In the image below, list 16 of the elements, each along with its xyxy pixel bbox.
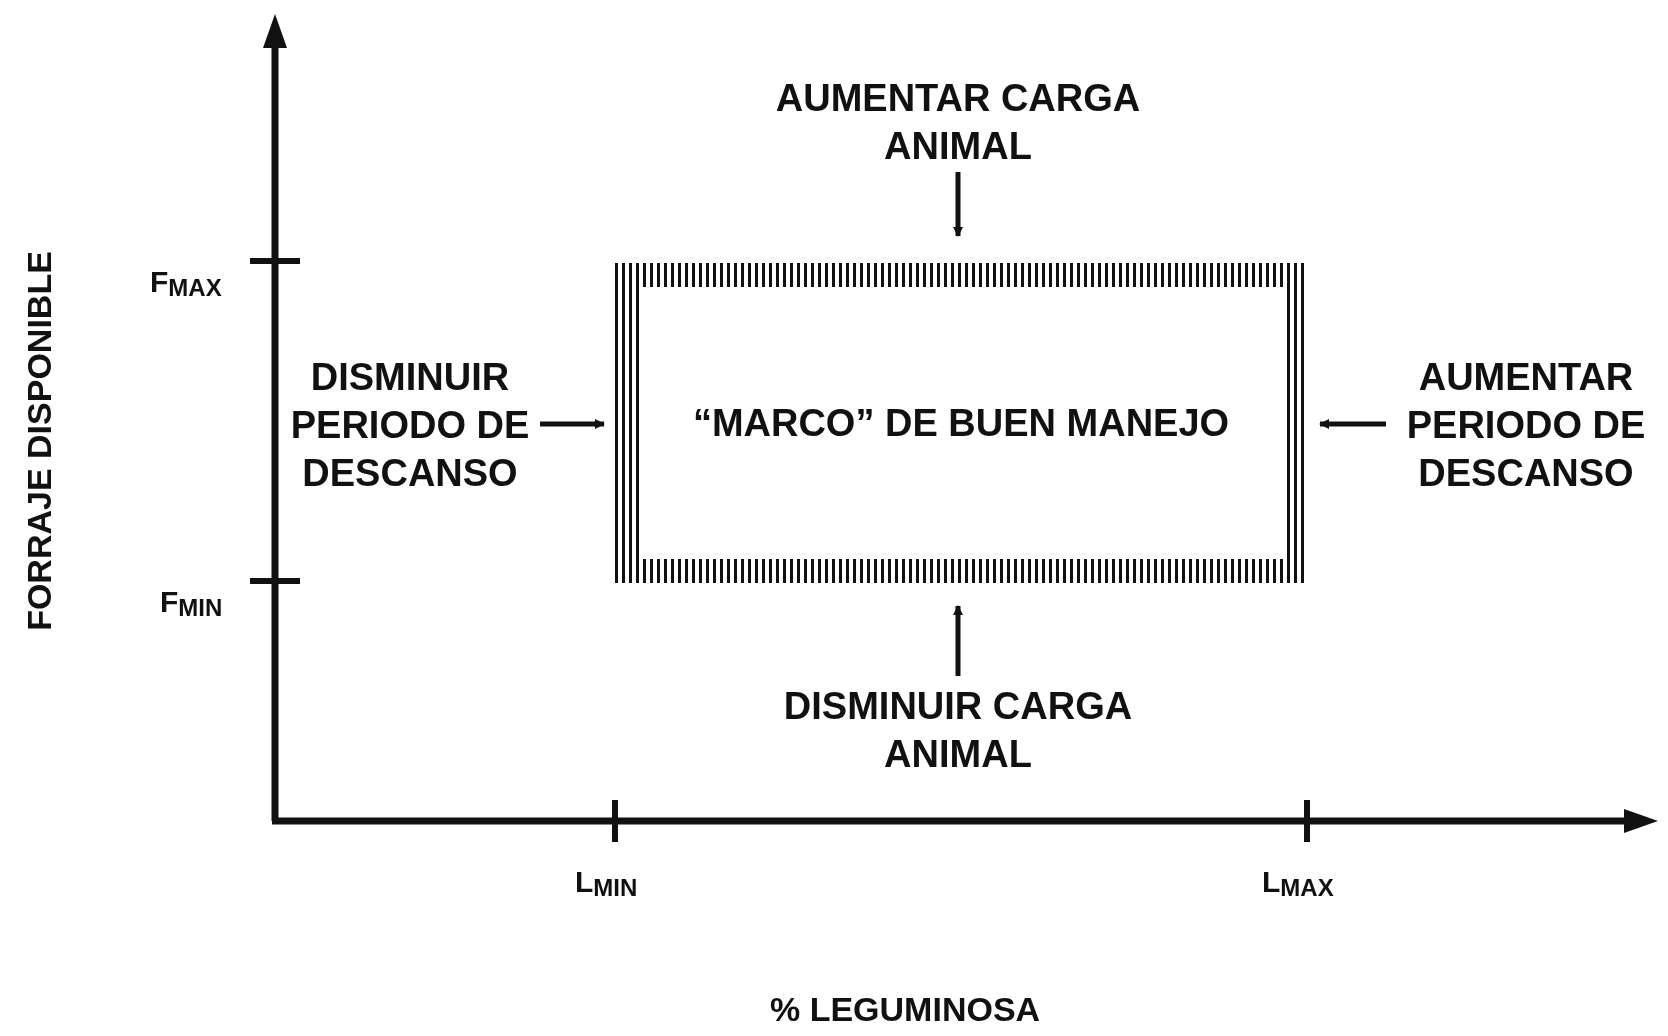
arrow: [540, 419, 605, 429]
arrow: [953, 605, 963, 676]
arrow: [1319, 419, 1386, 429]
action-label: DISMINUIR CARGA ANIMAL: [782, 684, 1134, 777]
action-label: AUMENTAR PERIODO DE DESCANSO: [1405, 355, 1647, 496]
tick-label: F$_{MIN}$: [160, 585, 223, 622]
management-frame: [615, 263, 1307, 583]
tick-label: L$_{MAX}$: [1262, 865, 1334, 902]
action-label: DISMINUIR PERIODO DE DESCANSO: [289, 355, 531, 496]
axis-title: % LEGUMINOSA: [770, 990, 1041, 1029]
axis-title: FORRAJE DISPONIBLE: [20, 251, 59, 631]
tick-label: F$_{MAX}$: [150, 265, 222, 302]
action-label: AUMENTAR CARGA ANIMAL: [774, 76, 1142, 169]
tick-label: L$_{MIN}$: [575, 865, 638, 902]
frame-label: “MARCO” DE BUEN MANEJO: [692, 401, 1230, 446]
arrow: [953, 172, 963, 237]
